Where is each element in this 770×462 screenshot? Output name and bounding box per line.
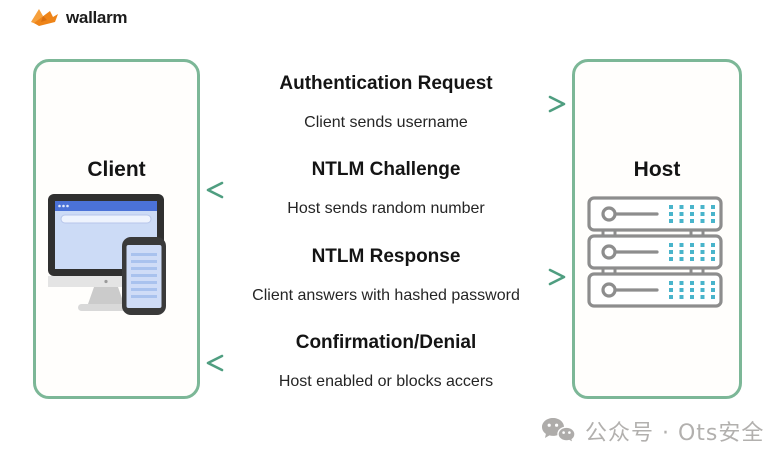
step-confirmation-denial: Confirmation/Denial Host enabled or bloc… [200,332,572,392]
step-subtitle: Client sends username [304,114,468,131]
watermark: 公众号 · Ots安全 [541,415,764,447]
wallarm-logo-text: wallarm [66,8,128,27]
arrow-left-icon [206,181,568,199]
step-subtitle: Client answers with hashed password [252,287,520,304]
client-box: Client [33,59,200,399]
step-title: NTLM Challenge [311,159,461,180]
server-stack-icon [587,196,723,308]
arrow-right-icon [204,95,566,113]
host-label: Host [633,158,681,181]
step-title: Authentication Request [279,73,493,94]
step-title: NTLM Response [311,246,461,267]
step-subtitle: Host enabled or blocks accers [278,373,494,390]
wallarm-logo-icon [31,9,58,26]
desktop-and-phone-icon [47,194,166,315]
step-ntlm-challenge: NTLM Challenge Host sends random number [200,159,572,219]
arrow-left-icon [206,354,568,372]
step-ntlm-response: NTLM Response Client answers with hashed… [200,246,572,306]
step-authentication-request: Authentication Request Client sends user… [200,73,572,133]
wechat-icon [542,418,576,445]
step-subtitle: Host sends random number [287,200,485,217]
step-title: Confirmation/Denial [295,332,477,353]
arrow-right-icon [204,268,566,286]
watermark-text: 公众号 · Ots安全 [585,421,765,446]
host-box: Host [572,59,742,399]
client-label: Client [87,158,146,181]
wallarm-logo: wallarm [30,7,128,29]
